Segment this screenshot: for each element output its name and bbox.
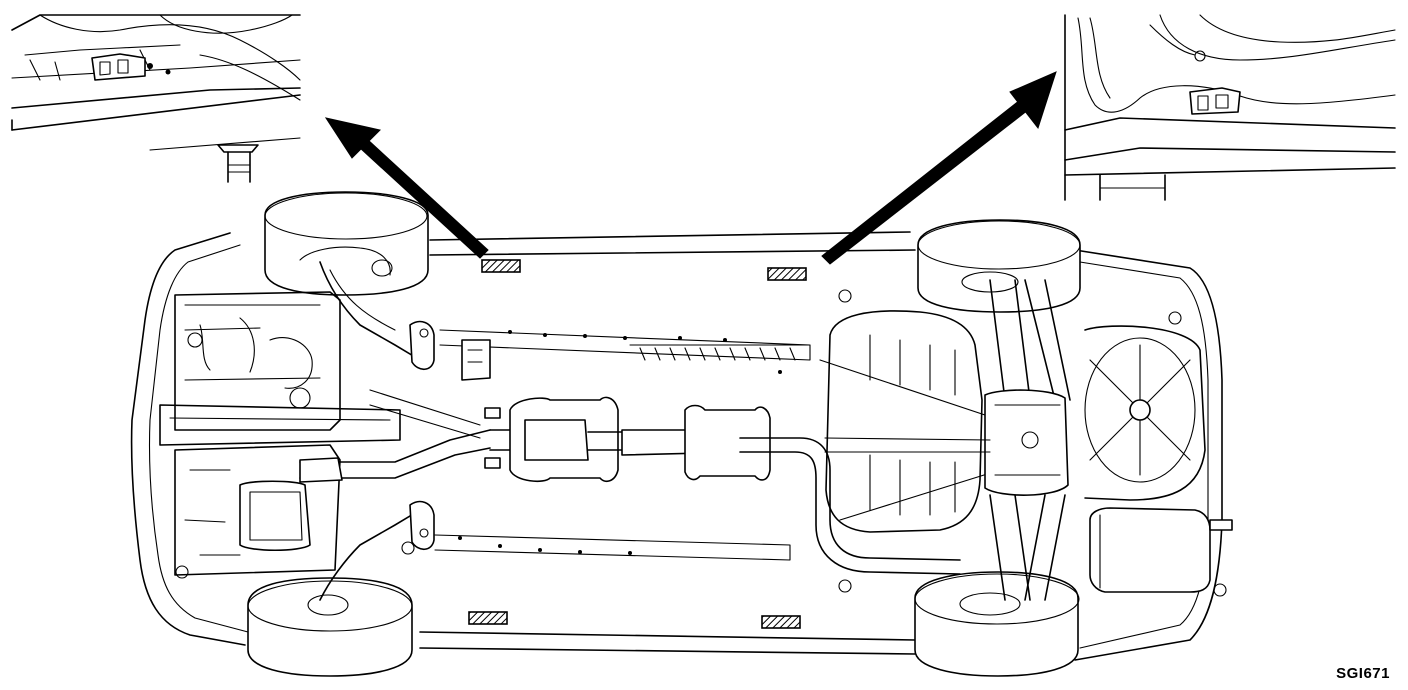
exhaust-system (484, 396, 961, 575)
lift-point-pad-icon (481, 259, 521, 273)
front-engine-and-suspension (159, 261, 491, 601)
front-left-wheel (264, 191, 429, 296)
rear-lift-point-detail-inset (1064, 14, 1396, 201)
front-arrow-icon (324, 117, 489, 259)
rear-suspension (824, 279, 1071, 601)
figure-code-label: SGI671 (1336, 665, 1390, 682)
lift-point-pad-icon (761, 615, 801, 629)
rear-left-wheel (917, 219, 1081, 313)
floor-pan-and-side-rails (434, 289, 852, 593)
rear-right-wheel (914, 571, 1080, 677)
fuel-tank (819, 310, 1001, 533)
lift-point-pads (468, 259, 807, 629)
front-lift-point-detail-inset (11, 14, 301, 183)
front-right-wheel (247, 577, 413, 677)
vehicle-body-outline (130, 231, 1223, 661)
lift-point-pad-icon (468, 611, 508, 625)
rear-muffler (1089, 507, 1233, 597)
lift-point-pad-icon (767, 267, 807, 281)
spare-tire-well (1084, 311, 1206, 501)
rear-arrow-icon (821, 71, 1057, 265)
